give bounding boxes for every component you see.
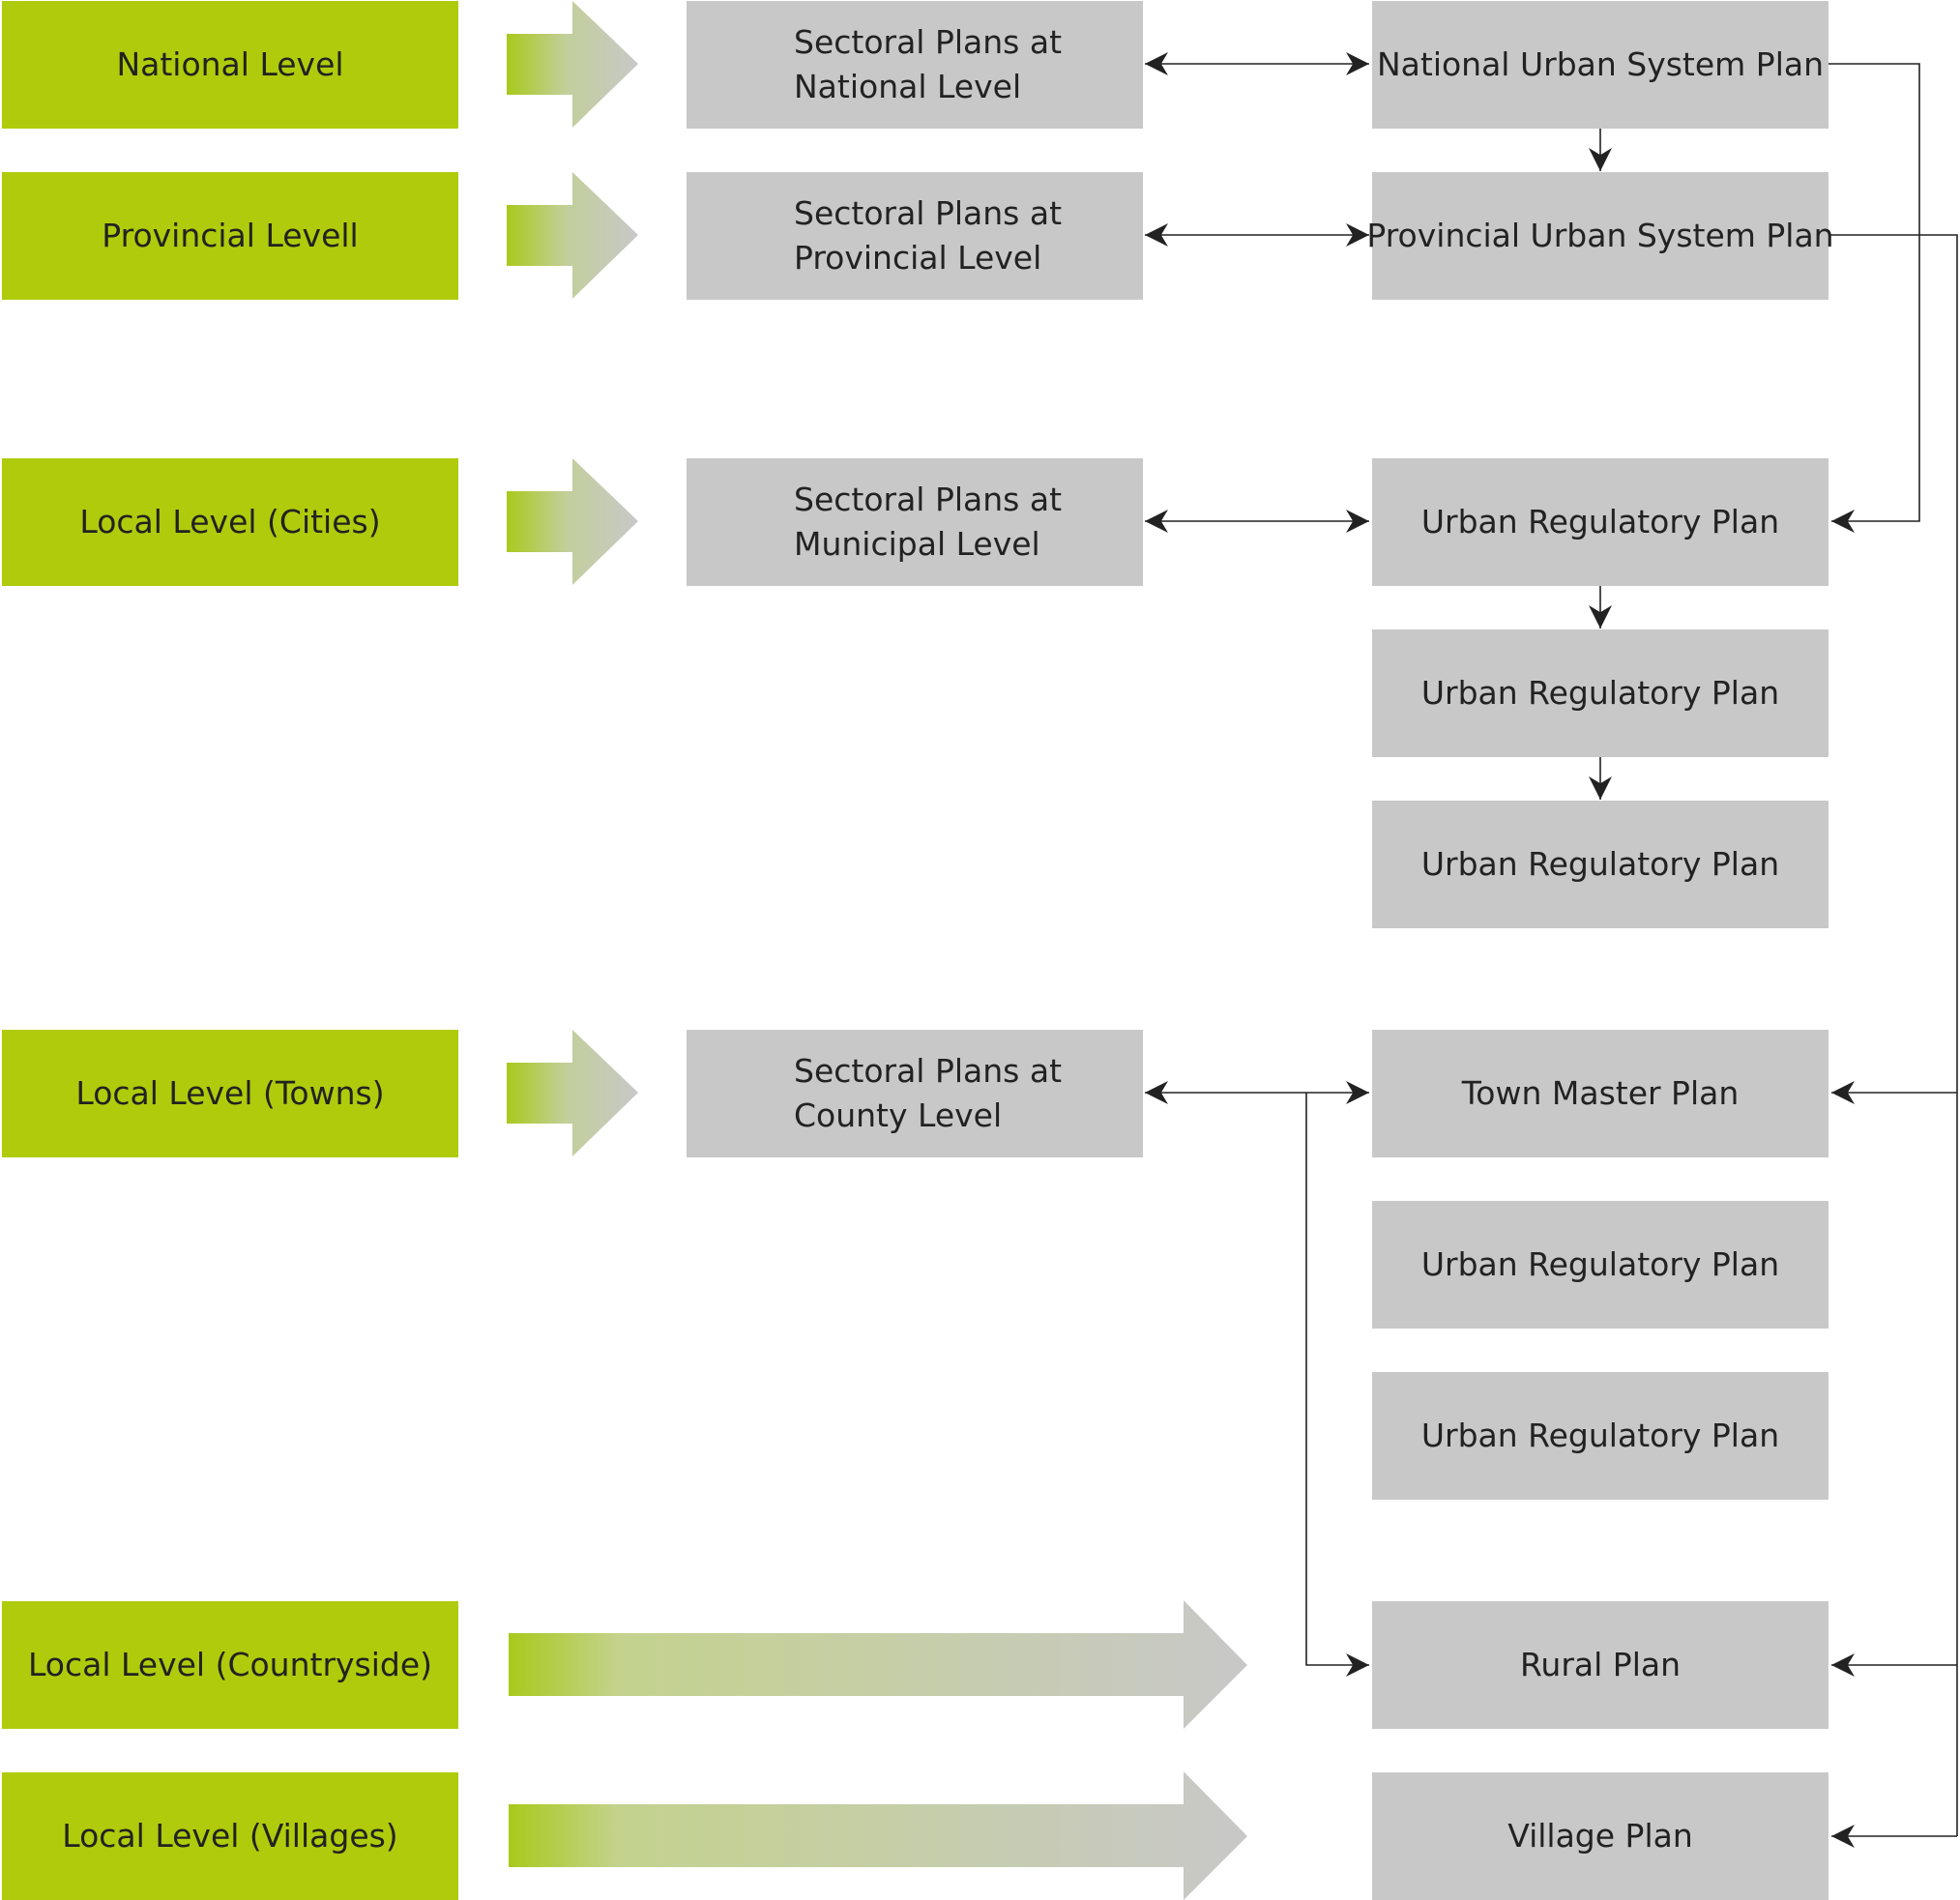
sectoral-label-line2: National Level [794, 68, 1022, 105]
level-label: National Level [116, 45, 344, 83]
connector-national-urban [1799, 63, 1920, 533]
plan-town-master: Town Master Plan [1372, 1030, 1828, 1157]
plan-urban-regulatory-3: Urban Regulatory Plan [1372, 801, 1828, 928]
gradient-right-arrow-icon [507, 458, 638, 585]
level-towns: Local Level (Towns) [2, 1030, 458, 1157]
sectoral-label-line1: Sectoral Plans at [794, 1052, 1063, 1090]
level-countryside: Local Level (Countryside) [2, 1601, 458, 1729]
level-label: Local Level (Countryside) [27, 1646, 433, 1683]
level-national: National Level [2, 1, 458, 129]
connector-county-rural [1305, 1093, 1369, 1677]
plan-village: Village Plan [1372, 1772, 1828, 1900]
plan-urban-regulatory-1: Urban Regulatory Plan [1372, 458, 1828, 586]
plan-provincial-urban-system: Provincial Urban System Plan [1366, 172, 1834, 300]
level-label: Local Level (Towns) [75, 1074, 385, 1112]
plan-label: Village Plan [1507, 1817, 1693, 1855]
sectoral-label-line1: Sectoral Plans at [794, 23, 1063, 61]
sectoral-plans-provincial: Sectoral Plans at Provincial Level [687, 172, 1143, 300]
plan-label: Rural Plan [1519, 1646, 1681, 1683]
plan-rural: Rural Plan [1372, 1601, 1828, 1729]
plan-label: Provincial Urban System Plan [1366, 217, 1834, 254]
sectoral-label-line2: Provincial Level [794, 239, 1042, 277]
level-provincial: Provincial Levell [2, 172, 458, 300]
long-gradient-right-arrow-icon [509, 1600, 1247, 1729]
level-villages: Local Level (Villages) [2, 1772, 458, 1900]
long-gradient-right-arrow-icon [509, 1771, 1247, 1900]
gradient-right-arrow-icon [507, 1030, 638, 1156]
sectoral-plans-municipal: Sectoral Plans at Municipal Level [687, 458, 1143, 586]
plan-label: Urban Regulatory Plan [1420, 1417, 1780, 1454]
connector-provincial-bus [1828, 234, 1958, 1836]
sectoral-plans-national: Sectoral Plans at National Level [687, 1, 1143, 129]
sectoral-label-line2: Municipal Level [794, 525, 1040, 563]
sectoral-plans-county: Sectoral Plans at County Level [687, 1030, 1143, 1157]
plan-urban-regulatory-5: Urban Regulatory Plan [1372, 1372, 1828, 1500]
gradient-right-arrow-icon [507, 1, 638, 128]
level-label: Local Level (Cities) [79, 503, 381, 541]
level-label: Provincial Levell [102, 217, 359, 254]
gradient-right-arrow-icon [507, 172, 638, 299]
plan-label: Urban Regulatory Plan [1420, 845, 1780, 883]
plan-label: National Urban System Plan [1376, 45, 1825, 83]
plan-label: Town Master Plan [1461, 1074, 1740, 1112]
plan-national-urban-system: National Urban System Plan [1372, 1, 1828, 129]
plan-label: Urban Regulatory Plan [1420, 1245, 1780, 1283]
plan-urban-regulatory-4: Urban Regulatory Plan [1372, 1201, 1828, 1329]
sectoral-label-line1: Sectoral Plans at [794, 194, 1063, 232]
sectoral-label-line1: Sectoral Plans at [794, 481, 1063, 518]
sectoral-label-line2: County Level [794, 1096, 1003, 1134]
level-label: Local Level (Villages) [62, 1817, 398, 1855]
plan-label: Urban Regulatory Plan [1420, 674, 1780, 712]
plan-urban-regulatory-2: Urban Regulatory Plan [1372, 629, 1828, 757]
level-cities: Local Level (Cities) [2, 458, 458, 586]
plan-label: Urban Regulatory Plan [1420, 503, 1780, 541]
